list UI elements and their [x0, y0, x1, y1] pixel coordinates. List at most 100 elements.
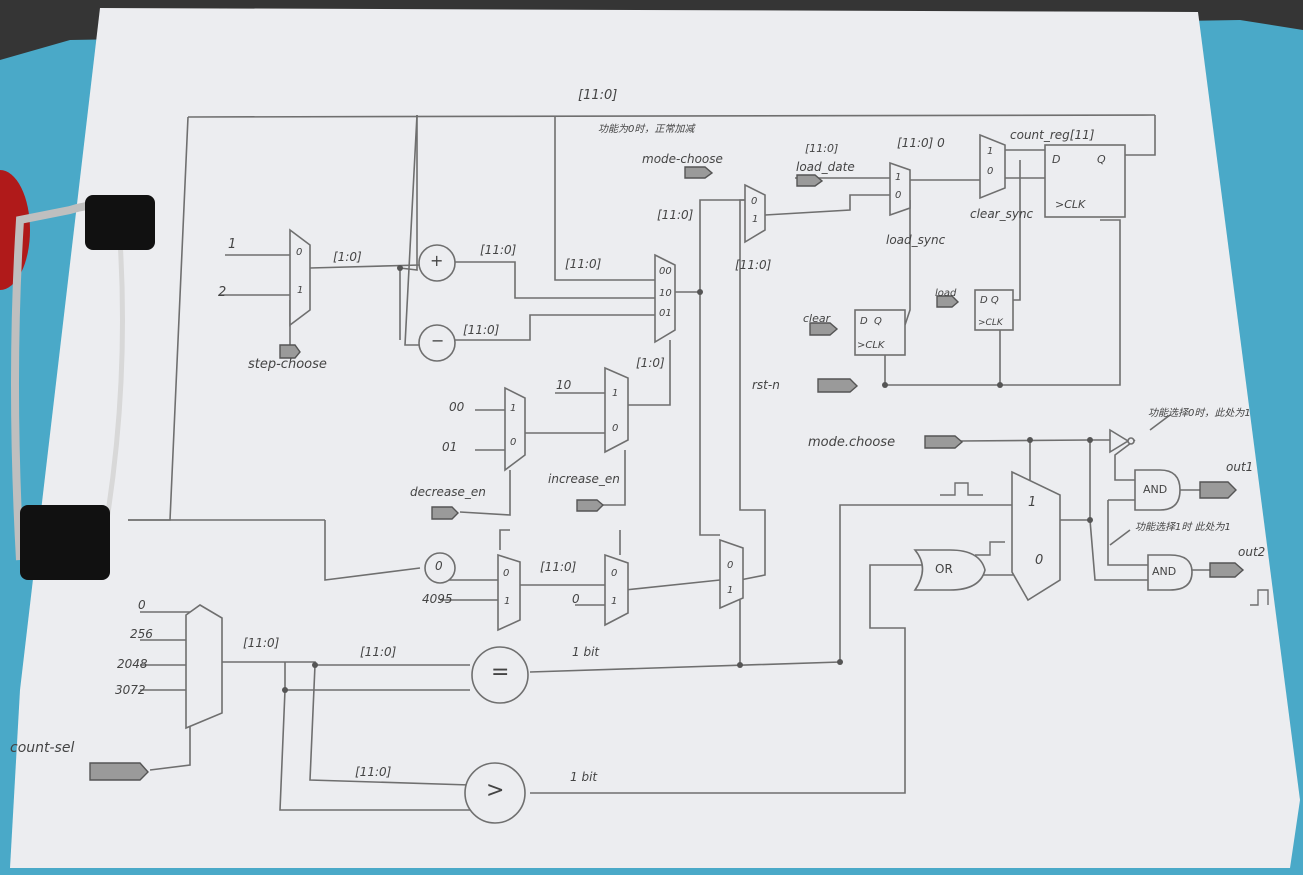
load-port [936, 295, 960, 308]
increase-en-label: increase_en [548, 472, 620, 486]
sel-out-bus-label: [11:0] [243, 636, 280, 650]
out-mux-1: 1 [1028, 495, 1037, 510]
reg-clk-pin: >CLK [1055, 198, 1086, 211]
inverter-bubble [1127, 437, 1135, 445]
junction [837, 659, 843, 665]
step-choose-port [279, 344, 301, 359]
clear-mux-1: 1 [987, 146, 994, 157]
out2-label: out2 [1238, 545, 1266, 559]
count-sel-port [89, 762, 149, 781]
in-10-label: 10 [556, 378, 572, 392]
const-zero-label: 0 [435, 559, 443, 573]
step-mux [289, 228, 311, 327]
junction [697, 289, 703, 295]
load-mux [889, 161, 911, 217]
decrease-en-label: decrease_en [410, 485, 486, 499]
wrap-bus-label: [11:0] [540, 560, 577, 574]
or-gate-label: OR [935, 562, 953, 576]
bus-mid-label: [11:0] [735, 258, 772, 272]
load-date-bus-label: [11:0] [805, 142, 839, 155]
clear-sync-label: clear_sync [970, 207, 1034, 221]
junction [882, 382, 888, 388]
binder-clip [11, 195, 155, 580]
pulse-wave-2 [1250, 589, 1269, 606]
reg-q-pin: Q [1097, 153, 1106, 166]
gt-bus-label: [11:0] [355, 765, 392, 779]
wrap-mux-1: 1 [504, 596, 511, 607]
eq-bit-label: 1 bit [572, 645, 600, 659]
greater-symbol: > [486, 778, 505, 803]
sum-mux-10: 10 [659, 288, 672, 299]
greater-comparator [464, 762, 526, 824]
count-sel-label: count-sel [10, 740, 75, 756]
mode-mux [744, 183, 766, 244]
clear-dff [854, 309, 906, 356]
junction [312, 662, 318, 668]
zero-in-label: 0 [572, 592, 580, 606]
step-wave [975, 541, 1005, 556]
load-label: load [935, 288, 957, 299]
dir-mux-1: 1 [510, 403, 517, 414]
top-bus-label: [11:0] [578, 88, 618, 103]
step-mux-1: 1 [297, 285, 304, 296]
step-bus-label: [1:0] [333, 250, 362, 264]
load-date-label: load_date [796, 160, 855, 174]
load-sync-label: load_sync [886, 233, 946, 247]
gt-bit-label: 1 bit [570, 770, 598, 784]
cnt-2048-label: 2048 [117, 657, 148, 671]
const-4095-label: 4095 [422, 592, 453, 606]
sum-mux [654, 253, 676, 344]
add-bus-label: [11:0] [480, 243, 517, 257]
decrease-en-port [431, 506, 459, 520]
dir-mux [504, 386, 526, 472]
sel-mux-1: 1 [612, 388, 619, 399]
bus-left-label: [11:0] [657, 208, 694, 222]
and-gate-2 [1147, 554, 1193, 591]
load-dff-clk-pin: >CLK [978, 318, 1003, 328]
count-sel-mux [185, 604, 223, 730]
load-mux-0: 0 [895, 190, 902, 201]
load-dff [974, 289, 1014, 331]
cnt-3072-label: 3072 [115, 683, 146, 697]
reg-bus-label: [11:0] 0 [897, 136, 945, 150]
step-mux-0: 0 [296, 247, 303, 258]
junction [1087, 517, 1093, 523]
adder [418, 244, 456, 282]
dir-mux-0: 0 [510, 437, 517, 448]
load-mux-1: 1 [895, 172, 902, 183]
junction [282, 687, 288, 693]
clear-label: clear [803, 312, 831, 325]
bus-mux-in-label: [11:0] [565, 257, 602, 271]
junction [1087, 437, 1093, 443]
or-gate [913, 549, 986, 591]
out-mux [1011, 470, 1061, 602]
and-gate-1 [1134, 469, 1181, 511]
sel-mux-0: 0 [612, 423, 619, 434]
clear-dff-d-pin: D Q [860, 316, 882, 327]
sum-mux-00: 00 [659, 266, 672, 277]
wrap-mux-0: 0 [503, 568, 510, 579]
step-two-input: 2 [218, 285, 227, 300]
pulse-wave [940, 482, 983, 496]
wrap-en-mux-1: 1 [611, 596, 618, 607]
in-01-label: 01 [442, 440, 458, 454]
mode0-note2: 功能选择0时，此处为1 [1148, 408, 1251, 419]
count-reg-label: count_reg[11] [1010, 128, 1095, 142]
junction [1027, 437, 1033, 443]
out1-port [1199, 481, 1237, 499]
step-one-input: 1 [228, 237, 237, 252]
sum-mux-01: 01 [659, 308, 672, 319]
and-gate-1-label: AND [1143, 483, 1168, 496]
equal-symbol: = [491, 660, 510, 685]
eq-bus-label: [11:0] [360, 645, 397, 659]
junction [997, 382, 1003, 388]
wrap-en-mux-0: 0 [611, 568, 618, 579]
wrap-en-mux [604, 553, 629, 627]
increase-en-port [576, 499, 605, 512]
mode-choose-label: mode.choose [808, 435, 896, 450]
junction [737, 662, 743, 668]
cnt-256-label: 256 [130, 627, 153, 641]
mode-choose-top-port [684, 166, 714, 179]
clear-port [809, 322, 839, 336]
